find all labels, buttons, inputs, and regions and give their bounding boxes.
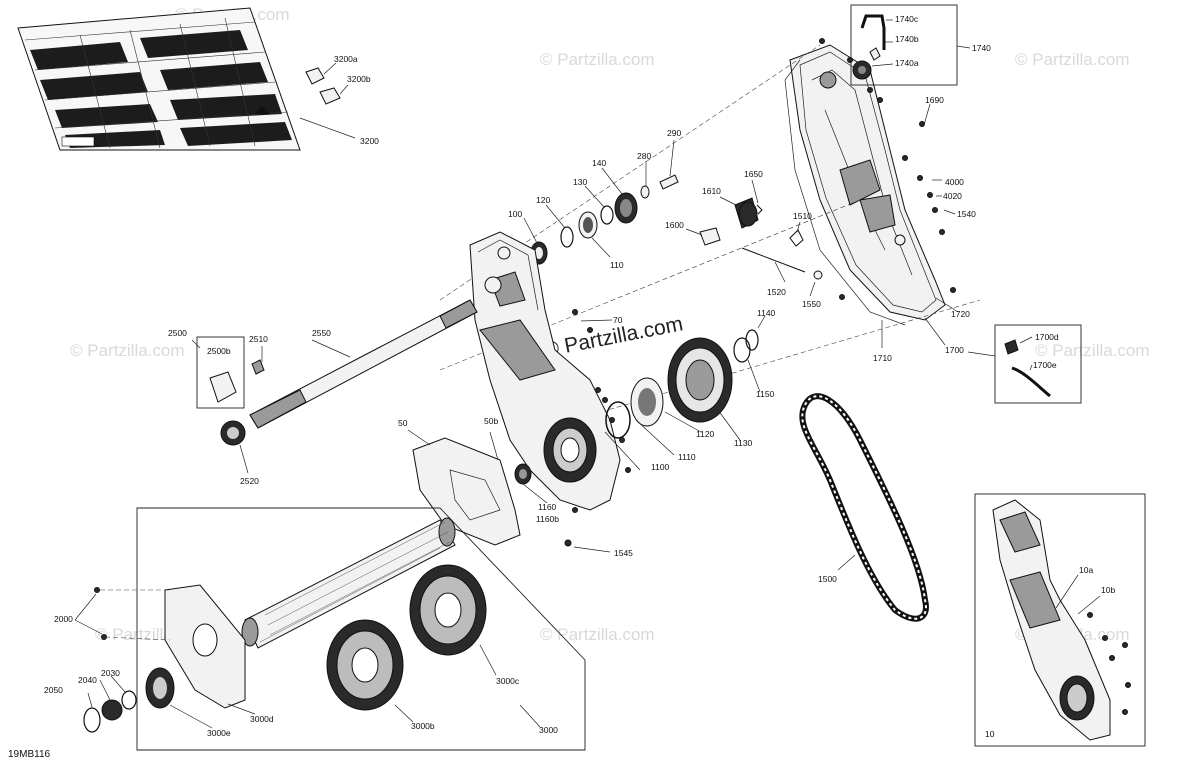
assembled-case-10-box [974, 493, 1146, 747]
label-2050: 2050 [44, 685, 63, 695]
label-4000: 4000 [945, 177, 964, 187]
label-1550: 1550 [802, 299, 821, 309]
label-1610: 1610 [702, 186, 721, 196]
label-1100: 1100 [651, 462, 670, 472]
label-1720: 1720 [951, 309, 970, 319]
label-2000: 2000 [54, 614, 73, 624]
track-3200 [17, 7, 356, 151]
label-2520: 2520 [240, 476, 259, 486]
label-3000d: 3000d [250, 714, 274, 724]
watermark: © Partzilla.com [70, 341, 185, 360]
breather-1740-box [850, 4, 971, 86]
bracket-2500-box [191, 336, 245, 409]
label-10b: 10b [1101, 585, 1115, 595]
chain-1500 [799, 393, 929, 622]
label-1520: 1520 [767, 287, 786, 297]
label-2550: 2550 [312, 328, 331, 338]
callout-labels: 3200a 3200b 3200 1740c 1740b 1740a 1740 … [8, 14, 1115, 760]
label-1120: 1120 [696, 429, 715, 439]
label-1700: 1700 [945, 345, 964, 355]
label-1130: 1130 [734, 438, 753, 448]
label-2510: 2510 [249, 334, 268, 344]
label-1740b: 1740b [895, 34, 919, 44]
label-1740: 1740 [972, 43, 991, 53]
label-70: 70 [613, 315, 623, 325]
label-1160b: 1160b [536, 514, 559, 524]
label-50b: 50b [484, 416, 498, 426]
label-3000c: 3000c [496, 676, 520, 686]
label-2500: 2500 [168, 328, 187, 338]
label-1700d: 1700d [1035, 332, 1059, 342]
label-1700e: 1700e [1033, 360, 1057, 370]
label-280: 280 [637, 151, 651, 161]
label-140: 140 [592, 158, 606, 168]
label-1110: 1110 [678, 452, 696, 462]
label-100: 100 [508, 209, 522, 219]
label-3200a: 3200a [334, 54, 358, 64]
label-1150: 1150 [756, 389, 775, 399]
label-130: 130 [573, 177, 587, 187]
diagram-code: 19MB116 [8, 749, 51, 760]
label-3200b: 3200b [347, 74, 371, 84]
label-1600: 1600 [665, 220, 684, 230]
watermark: © Partzilla.com [540, 625, 655, 644]
label-2040: 2040 [78, 675, 97, 685]
label-50: 50 [398, 418, 408, 428]
label-10a: 10a [1079, 565, 1093, 575]
label-120: 120 [536, 195, 550, 205]
label-1740c: 1740c [895, 14, 919, 24]
label-1650: 1650 [744, 169, 763, 179]
label-3200: 3200 [360, 136, 379, 146]
lower-gears [604, 315, 766, 471]
drive-shaft-3000-group [74, 507, 586, 751]
label-290: 290 [667, 128, 681, 138]
label-2500b: 2500b [207, 346, 231, 356]
label-110: 110 [610, 260, 624, 270]
vent-1700-box [967, 324, 1082, 404]
label-1690: 1690 [925, 95, 944, 105]
label-1710: 1710 [873, 353, 892, 363]
label-1510: 1510 [793, 211, 812, 221]
label-1500: 1500 [818, 574, 837, 584]
label-1540: 1540 [957, 209, 976, 219]
label-3000e: 3000e [207, 728, 231, 738]
label-3000b: 3000b [411, 721, 435, 731]
label-1545: 1545 [614, 548, 633, 558]
watermark: © Partzilla.com [1015, 50, 1130, 69]
shift-mechanism [685, 179, 823, 297]
gasket-50 [407, 429, 521, 546]
inner-case [469, 231, 631, 553]
label-10: 10 [985, 729, 995, 739]
label-1740a: 1740a [895, 58, 919, 68]
watermark: © Partzilla.com [1035, 341, 1150, 360]
label-1160: 1160 [538, 502, 557, 512]
label-1140: 1140 [757, 308, 776, 318]
drive-axle-2550 [220, 299, 478, 474]
watermark: © Partzilla.com [540, 50, 655, 69]
label-4020: 4020 [943, 191, 962, 201]
label-3000: 3000 [539, 725, 558, 735]
label-2030: 2030 [101, 668, 120, 678]
